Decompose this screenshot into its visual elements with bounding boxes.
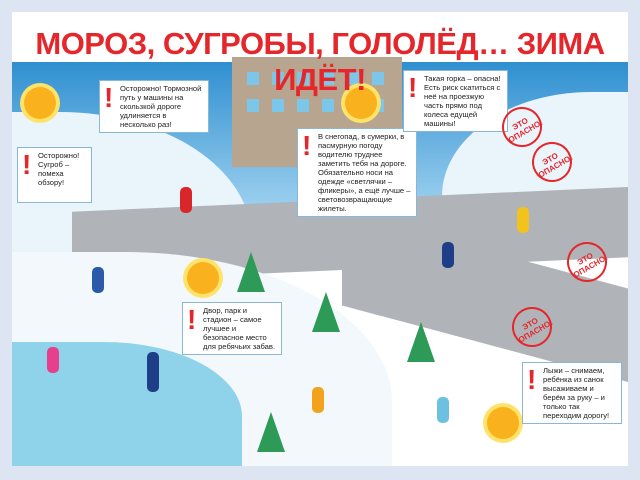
tree (257, 412, 285, 452)
sun-mascot (345, 87, 377, 119)
child-snowball (437, 397, 449, 423)
poster: МОРОЗ, СУГРОБЫ, ГОЛОЛЁД… ЗИМА ИДЁТ! !Ост… (12, 12, 628, 466)
adult-skater (147, 352, 159, 392)
callout-crossing: !Лыжи – снимаем, ребёнка из санок высажи… (522, 362, 622, 424)
sun-mascot (24, 87, 56, 119)
tree (407, 322, 435, 362)
callout-snowdrift: !Осторожно! Сугроб – помеха обзору! (17, 147, 92, 203)
sun-mascot (487, 407, 519, 439)
sun-mascot (187, 262, 219, 294)
skier (517, 207, 529, 233)
snowboarder (92, 267, 104, 293)
pedestrian (442, 242, 454, 268)
callout-playground: !Двор, парк и стадион – самое лучшее и б… (182, 302, 282, 355)
callout-visibility: !В снегопад, в сумерки, в пасмурную пого… (297, 128, 417, 217)
child-skater (47, 347, 59, 373)
tree (237, 252, 265, 292)
tree (312, 292, 340, 332)
child-snow (312, 387, 324, 413)
child-crossing (180, 187, 192, 213)
callout-slope: !Такая горка – опасна! Есть риск скатить… (403, 70, 508, 132)
callout-braking: !Осторожно! Тормозной путь у машины на с… (99, 80, 209, 133)
poster-title: МОРОЗ, СУГРОБЫ, ГОЛОЛЁД… ЗИМА ИДЁТ! (35, 26, 605, 97)
